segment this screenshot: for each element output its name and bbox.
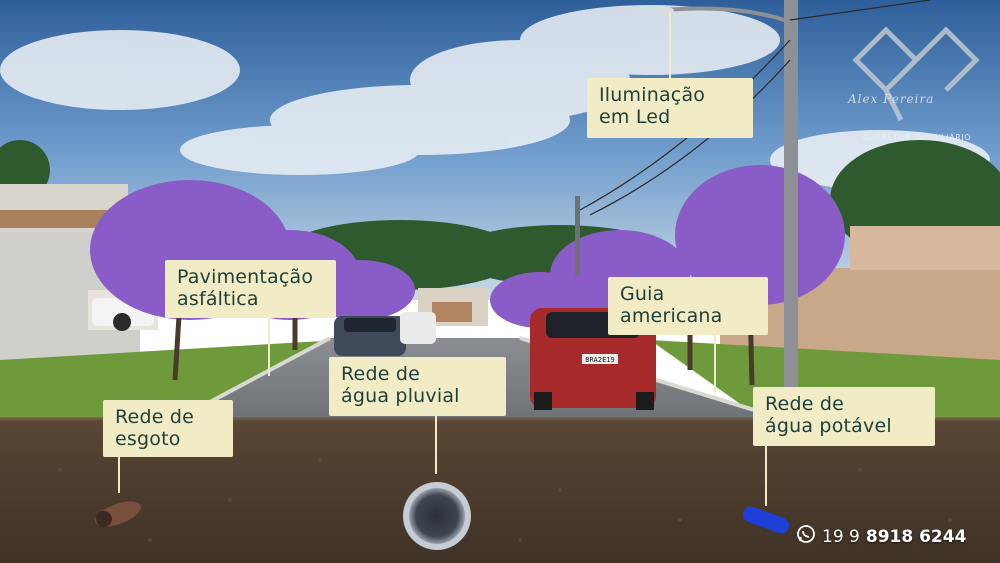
leader-pluvial (435, 416, 437, 474)
right-house (850, 226, 1000, 270)
label-guia: Guia americana (608, 277, 768, 335)
left-grass (0, 340, 340, 418)
dark-car (334, 316, 406, 356)
label-esgoto: Rede de esgoto (103, 400, 233, 457)
left-house-band (0, 210, 128, 228)
whatsapp-icon (796, 524, 816, 549)
leader-potavel (765, 446, 767, 506)
car-plate: BRA2E19 (585, 356, 615, 364)
label-pluvial: Rede de água pluvial (329, 357, 506, 416)
white-suv (400, 312, 436, 344)
label-pavimentacao: Pavimentação asfáltica (165, 260, 336, 318)
brand-name: Alex Pereira (848, 92, 935, 106)
brand-role: CORRETOR IMOBILIÁRIO (862, 133, 972, 142)
leader-iluminacao (669, 12, 671, 78)
sewer-pipe (95, 501, 141, 527)
soil-texture (58, 458, 952, 542)
contact-phone[interactable]: 19 9 8918 6244 (796, 524, 966, 549)
phone-prefix: 19 9 (822, 526, 860, 547)
leader-pavimentacao (268, 318, 270, 376)
leader-guia (714, 335, 716, 393)
brand-logo (852, 26, 980, 122)
potable-water-pipe (742, 506, 790, 534)
label-iluminacao: Iluminação em Led (587, 78, 753, 138)
street-lamp-arm (663, 6, 791, 24)
label-potavel: Rede de água potável (753, 387, 935, 446)
phone-number: 8918 6244 (865, 526, 967, 547)
leader-esgoto (118, 457, 120, 493)
light-pole (784, 0, 798, 388)
distant-pole (575, 196, 580, 276)
stormwater-pipe (403, 482, 471, 550)
